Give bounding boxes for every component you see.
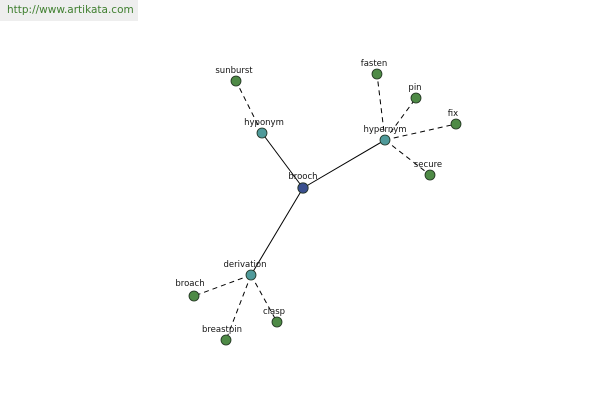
node-brooch-marker[interactable] — [297, 182, 309, 194]
node-clasp-label: clasp — [263, 307, 285, 317]
node-breastpin-marker[interactable] — [220, 334, 232, 346]
node-sunburst-marker[interactable] — [230, 75, 242, 87]
site-url-link[interactable]: http://www.artikata.com — [7, 4, 134, 16]
node-fix-label: fix — [448, 109, 458, 119]
node-pin[interactable]: pin — [408, 83, 422, 104]
node-hyponym-marker[interactable] — [256, 127, 268, 139]
url-banner: http://www.artikata.com — [0, 0, 138, 21]
node-pin-label: pin — [408, 83, 421, 93]
node-broach-marker[interactable] — [188, 290, 200, 302]
node-brooch[interactable]: brooch — [288, 172, 318, 194]
node-derivation[interactable]: derivation — [223, 260, 267, 281]
node-broach-label: broach — [175, 279, 204, 289]
edge-hypernym-fix — [384, 123, 457, 141]
node-fasten-label: fasten — [361, 59, 388, 69]
node-sunburst[interactable]: sunburst — [215, 66, 253, 87]
node-fasten-marker[interactable] — [371, 68, 383, 80]
node-hypernym-label: hypernym — [363, 125, 406, 135]
node-fasten[interactable]: fasten — [361, 59, 388, 80]
node-hyponym-label: hyponym — [244, 118, 284, 128]
node-sunburst-label: sunburst — [215, 66, 253, 76]
node-broach[interactable]: broach — [175, 279, 205, 302]
node-hyponym[interactable]: hyponym — [244, 118, 284, 139]
nodes-layer: brooch hyponym hypernym derivation sunburst f… — [175, 59, 462, 346]
node-fix-marker[interactable] — [450, 118, 462, 130]
node-hypernym[interactable]: hypernym — [363, 125, 407, 146]
node-clasp-marker[interactable] — [271, 316, 283, 328]
node-brooch-label: brooch — [288, 172, 317, 182]
edge-brooch-derivation — [250, 187, 304, 276]
node-derivation-label: derivation — [223, 260, 266, 270]
node-derivation-marker[interactable] — [245, 269, 257, 281]
node-fix[interactable]: fix — [448, 109, 462, 130]
edges-layer — [193, 73, 457, 341]
node-secure[interactable]: secure — [414, 160, 442, 181]
edge-hypernym-fasten — [376, 73, 386, 141]
edge-brooch-hyponym — [261, 132, 304, 189]
node-breastpin-label: breastpin — [202, 325, 242, 335]
node-breastpin[interactable]: breastpin — [202, 325, 242, 346]
edge-hyponym-sunburst — [235, 80, 263, 134]
edge-hypernym-secure — [384, 139, 431, 176]
node-hypernym-marker[interactable] — [379, 134, 391, 146]
node-clasp[interactable]: clasp — [263, 307, 285, 328]
edge-derivation-broach — [193, 274, 252, 297]
node-secure-label: secure — [414, 160, 442, 170]
edge-brooch-hypernym — [302, 139, 386, 189]
node-secure-marker[interactable] — [424, 169, 436, 181]
edge-derivation-breastpin — [225, 274, 252, 341]
node-pin-marker[interactable] — [410, 92, 422, 104]
